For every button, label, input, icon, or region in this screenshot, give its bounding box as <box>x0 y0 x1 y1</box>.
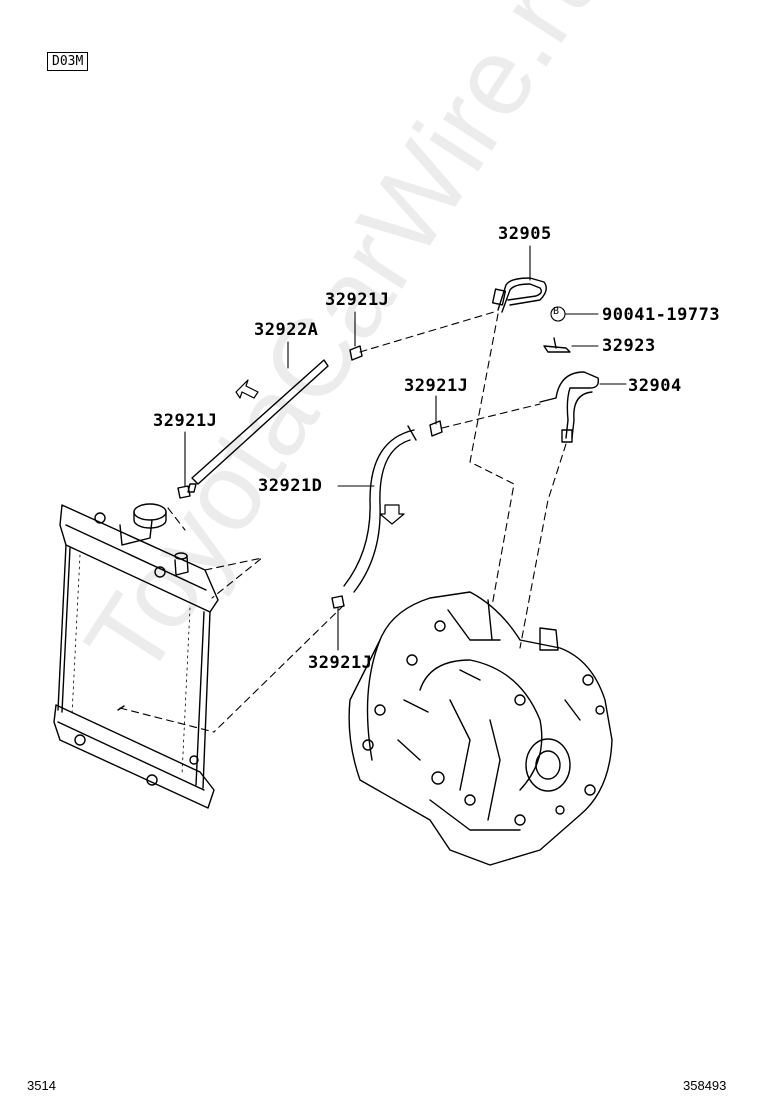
callout-32923[interactable]: 32923 <box>602 336 656 356</box>
callout-32922a[interactable]: 32922A <box>254 320 319 340</box>
callout-32921j-middle[interactable]: 32921J <box>404 376 469 396</box>
bracket-32923 <box>543 337 571 353</box>
diagram-id: 358493 <box>683 1078 727 1093</box>
transaxle <box>348 591 613 866</box>
flow-arrows <box>235 379 405 525</box>
diagram-code: D03M <box>47 52 89 71</box>
hose-32921d <box>343 425 417 593</box>
leader-lines <box>184 245 627 651</box>
callout-32905[interactable]: 32905 <box>498 224 552 244</box>
callout-90041-19773[interactable]: 90041-19773 <box>602 305 721 325</box>
bolt-type-b-icon <box>550 306 566 322</box>
bolt-type-b-label: B <box>553 306 560 317</box>
pipe-32905 <box>491 277 547 313</box>
callout-32921j-top[interactable]: 32921J <box>325 290 390 310</box>
hose-32922a <box>187 359 329 493</box>
radiator <box>53 503 219 809</box>
clip-32921j-group <box>177 345 443 609</box>
callout-32904[interactable]: 32904 <box>628 376 682 396</box>
callout-32921d[interactable]: 32921D <box>258 476 323 496</box>
page-number: 3514 <box>27 1078 56 1093</box>
connection-lines <box>119 311 567 733</box>
callout-32921j-left[interactable]: 32921J <box>153 411 218 431</box>
pipe-32904 <box>539 371 600 443</box>
callout-32921j-bottom[interactable]: 32921J <box>308 653 373 673</box>
